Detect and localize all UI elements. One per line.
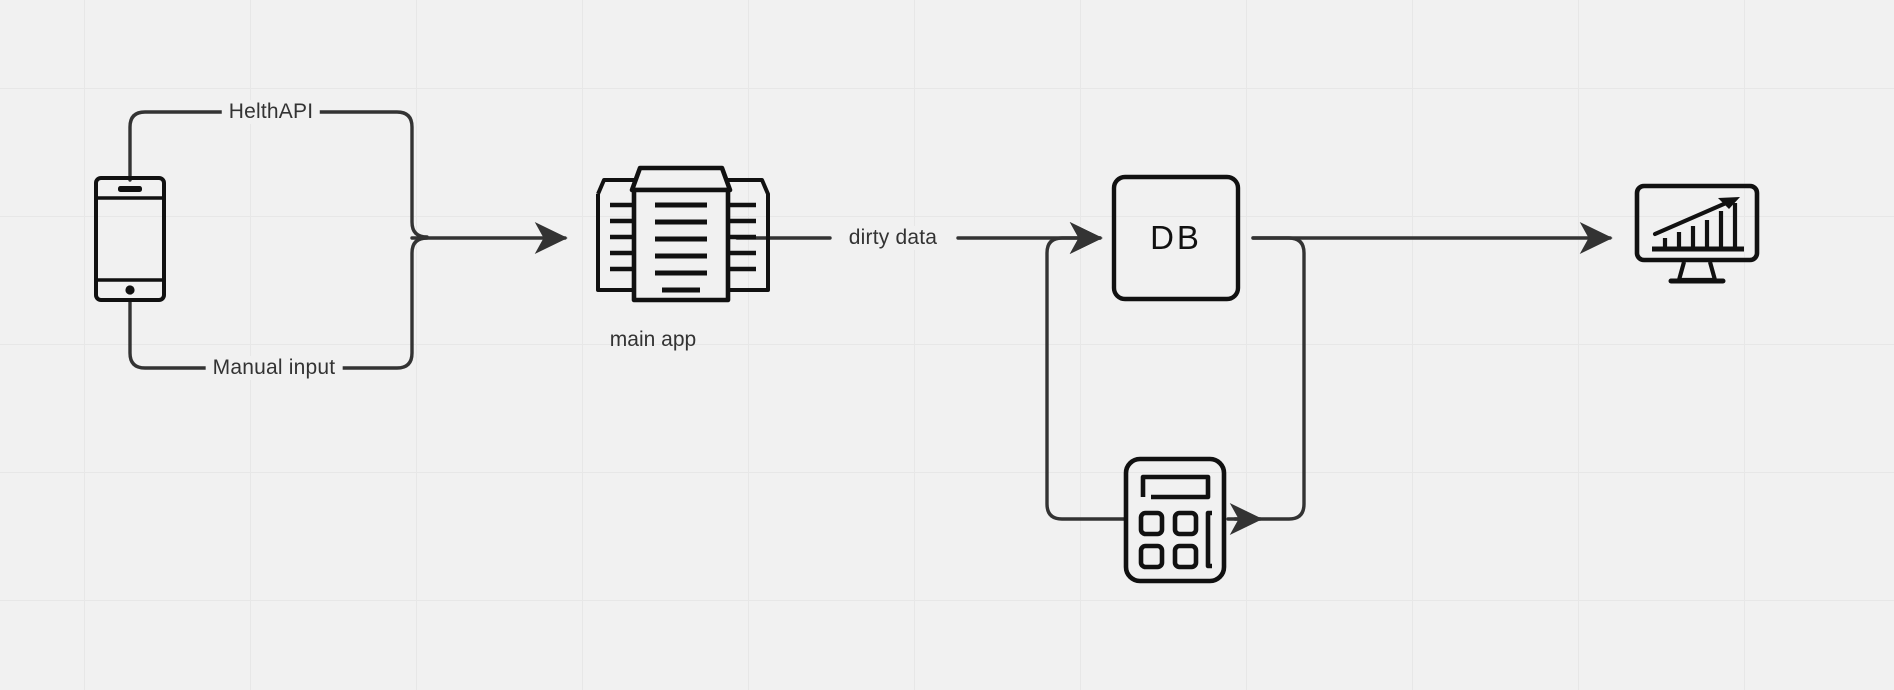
smartphone-icon — [94, 176, 166, 302]
edge-label-helthapi: HelthAPI — [221, 100, 321, 124]
edge-label-dirty-data: dirty data — [841, 226, 945, 250]
node-label-main-app: main app — [609, 328, 697, 351]
edge-path-manual-input — [128, 236, 429, 370]
city-buildings-icon — [596, 165, 770, 303]
edge-path-helthapi — [128, 110, 429, 239]
node-label-db: DB — [1150, 219, 1202, 256]
edge-path-db-to-calculator — [1233, 236, 1306, 521]
edge-path-calculator-to-db — [1045, 222, 1127, 521]
monitor-chart-icon — [1634, 183, 1760, 284]
edge-label-manual-input: Manual input — [205, 356, 343, 380]
db-node-box[interactable] — [1111, 174, 1241, 302]
calculator-icon — [1123, 456, 1227, 584]
